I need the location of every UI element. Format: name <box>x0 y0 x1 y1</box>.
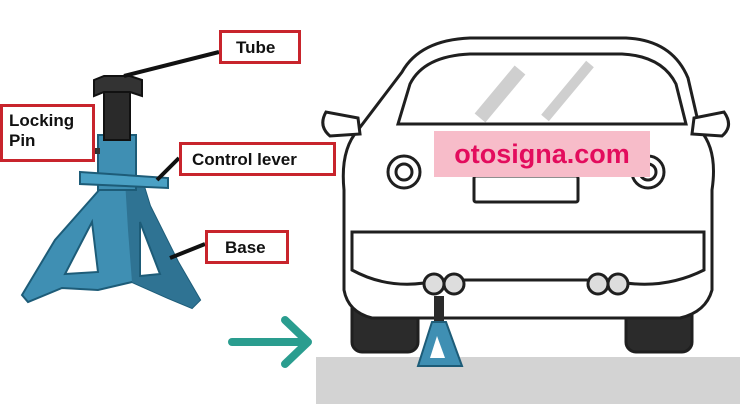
label-base: Base <box>205 230 289 264</box>
arrow <box>228 316 312 368</box>
car-exhaust-right <box>586 272 610 296</box>
car-bumper <box>350 230 706 286</box>
car-mirror-left <box>321 110 362 138</box>
leader-tube <box>123 50 220 78</box>
label-locking-pin: Locking Pin <box>0 104 95 162</box>
car-exhaust-left <box>422 272 446 296</box>
jack-saddle <box>93 75 143 98</box>
leader-control-lever <box>155 156 181 182</box>
jack-base-cutout-left <box>63 218 100 276</box>
label-tube: Tube <box>219 30 301 64</box>
label-control-lever: Control lever <box>179 142 336 176</box>
jack-tube <box>103 84 131 141</box>
ground <box>316 357 740 404</box>
jack-stand <box>20 75 202 310</box>
car-window <box>395 52 688 126</box>
jack-base-cutout-right <box>139 221 162 278</box>
jack-control-lever <box>79 170 169 190</box>
leader-base <box>169 242 206 260</box>
small-jack-stand <box>416 296 464 367</box>
jack-base-shade <box>125 180 200 308</box>
watermark: otosigna.com <box>434 131 650 177</box>
car <box>321 36 730 354</box>
car-license-plate <box>472 174 580 204</box>
car-mirror-right <box>690 110 730 138</box>
